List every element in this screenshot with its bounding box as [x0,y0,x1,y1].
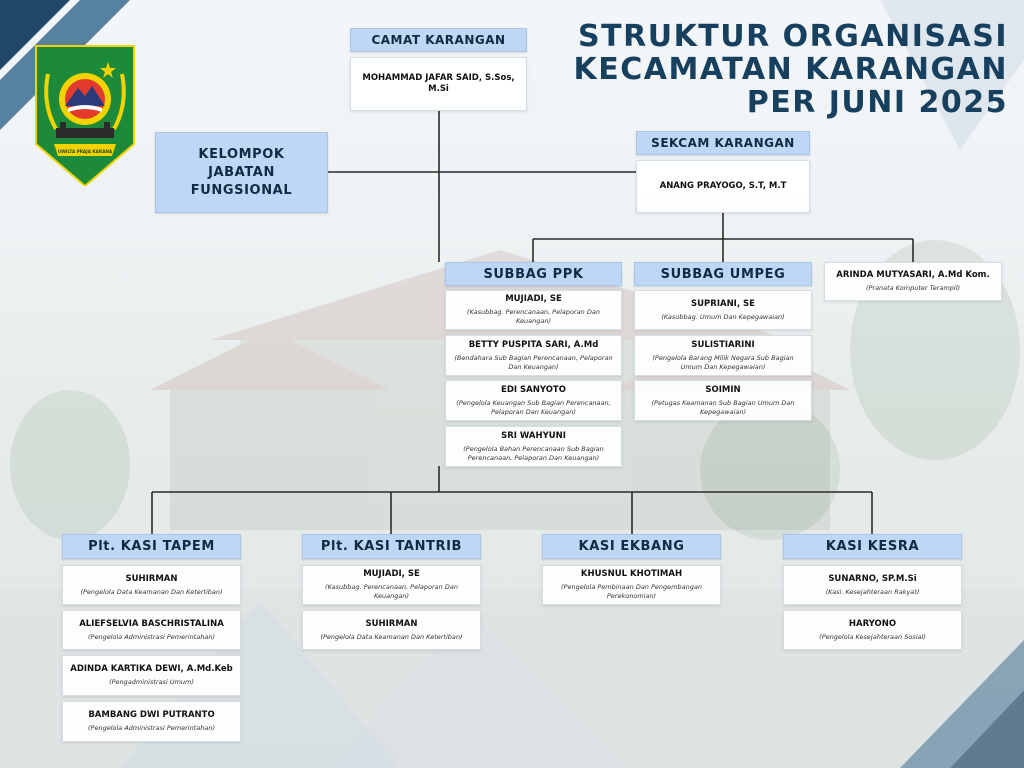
kasi-tapem-header: Plt. KASI TAPEM [62,534,241,559]
member-role: (Pengelola Pembinaan Dan Pengembangan Pe… [561,583,702,600]
ppk-member-card: EDI SANYOTO (Pengelola Keuangan Sub Bagi… [445,380,622,421]
member-name: BETTY PUSPITA SARI, A.Md [468,339,599,350]
member-role: (Kasubbag. Perencanaan, Pelaporan Dan Ke… [467,308,600,325]
member-role: (Pengelola Administrasi Pemerintahan) [88,724,215,732]
ppk-member-card: BETTY PUSPITA SARI, A.Md (Bendahara Sub … [445,335,622,376]
member-role: (Pengelola Barang Milik Negara Sub Bagia… [652,353,794,371]
umpeg-member-card: SULISTIARINI (Pengelola Barang Milik Neg… [634,335,812,376]
pranata-komputer-card: ARINDA MUTYASARI, A.Md Kom. (Pranata Kom… [824,262,1002,301]
member-role: (Petugas Keamanan Sub Bagian Umum Dan Ke… [651,398,795,416]
member-name: HARYONO [848,618,897,629]
page-title: STRUKTUR ORGANISASI KECAMATAN KARANGAN P… [574,20,1008,119]
kasi-tantrib-header: Plt. KASI TANTRIB [302,534,481,559]
member-role: (Bendahara Sub Bagian Perencanaan, Pelap… [454,353,613,371]
ekbang-member-card: KHUSNUL KHOTIMAH (Pengelola Pembinaan Da… [542,565,721,605]
kasi-ekbang-header: KASI EKBANG [542,534,721,559]
member-name: SUNARNO, SP.M.Si [828,573,917,584]
kasi-kesra-header: KASI KESRA [783,534,962,559]
tantrib-member-card: MUJIADI, SE (Kasubbag. Perencanaan, Pela… [302,565,481,605]
sekcam-header: SEKCAM KARANGAN [636,131,810,155]
background-tree [10,390,130,540]
subbag-ppk-header: SUBBAG PPK [445,262,622,286]
member-role: (Pengelola Data Keamanan Dan Ketertiban) [80,587,223,596]
tapem-member-card: SUHIRMAN (Pengelola Data Keamanan Dan Ke… [62,565,241,605]
member-name: SUPRIANI, SE [691,298,755,309]
kesra-member-card: HARYONO (Pengelola Kesejahteraan Sosial) [783,610,962,650]
member-name: SOIMIN [705,384,741,395]
page-title-line-2: KECAMATAN KARANGAN [573,52,1008,87]
tapem-member-card: BAMBANG DWI PUTRANTO (Pengelola Administ… [62,701,241,742]
page-title-line-3: PER JUNI 2025 [746,85,1008,120]
member-role: (Kasi. Kesejahteraan Rakyat) [825,587,920,596]
member-role: (Pengelola Keuangan Sub Bagian Perencana… [456,398,611,416]
subbag-umpeg-header: SUBBAG UMPEG [634,262,812,286]
member-name: EDI SANYOTO [501,384,566,395]
camat-name: MOHAMMAD JAFAR SAID, S.Sos, M.Si [362,73,515,94]
ppk-member-card: MUJIADI, SE (Kasubbag. Perencanaan, Pela… [445,290,622,330]
page-title-line-1: STRUKTUR ORGANISASI [578,19,1008,54]
member-name: SULISTIARINI [691,339,755,350]
member-name: BAMBANG DWI PUTRANTO [88,710,215,720]
member-name: ARINDA MUTYASARI, A.Md Kom. [836,270,990,280]
camat-header: CAMAT KARANGAN [350,28,527,52]
member-name: ADINDA KARTIKA DEWI, A.Md.Keb [70,664,233,674]
member-name: MUJIADI, SE [363,569,420,579]
member-name: ALIEFSELVIA BASCHRISTALINA [79,618,224,629]
member-name: SUHIRMAN [125,573,178,584]
member-role: (Kasubbag. Umum Dan Kepegawaian) [661,312,785,321]
tantrib-member-card: SUHIRMAN (Pengelola Data Keamanan Dan Ke… [302,610,481,650]
umpeg-member-card: SUPRIANI, SE (Kasubbag. Umum Dan Kepegaw… [634,290,812,330]
sekcam-name-box: ANANG PRAYOGO, S.T, M.T [636,160,810,213]
tapem-member-card: ALIEFSELVIA BASCHRISTALINA (Pengelola Ad… [62,610,241,650]
kesra-member-card: SUNARNO, SP.M.Si (Kasi. Kesejahteraan Ra… [783,565,962,605]
sekcam-name: ANANG PRAYOGO, S.T, M.T [659,181,787,191]
member-role: (Kasubbag. Perencanaan, Pelaporan Dan Ke… [325,583,458,600]
member-role: (Pranata Komputer Terampil) [865,284,961,292]
member-role: (Pengelola Administrasi Pemerintahan) [88,632,215,641]
member-role: (Pengelola Bahan Perencanaan Sub Bagian … [463,444,604,462]
member-name: SUHIRMAN [365,618,418,629]
background-tree [700,400,840,540]
member-role: (Pengelola Data Keamanan Dan Ketertiban) [320,632,463,641]
member-name: MUJIADI, SE [505,294,562,304]
camat-name-box: MOHAMMAD JAFAR SAID, S.Sos, M.Si [350,57,527,111]
member-name: KHUSNUL KHOTIMAH [580,569,683,579]
member-role: (Pengadministrasi Umum) [109,678,194,686]
regency-emblem-icon: UWILTA PRAJA KARANA [35,45,135,186]
fungsional-header: KELOMPOK JABATAN FUNGSIONAL [155,132,328,213]
member-name: SRI WAHYUNI [501,430,566,441]
emblem-motto: UWILTA PRAJA KARANA [58,149,113,154]
tapem-member-card: ADINDA KARTIKA DEWI, A.Md.Keb (Pengadmin… [62,655,241,696]
ppk-member-card: SRI WAHYUNI (Pengelola Bahan Perencanaan… [445,426,622,467]
member-role: (Pengelola Kesejahteraan Sosial) [819,632,926,641]
umpeg-member-card: SOIMIN (Petugas Keamanan Sub Bagian Umum… [634,380,812,421]
